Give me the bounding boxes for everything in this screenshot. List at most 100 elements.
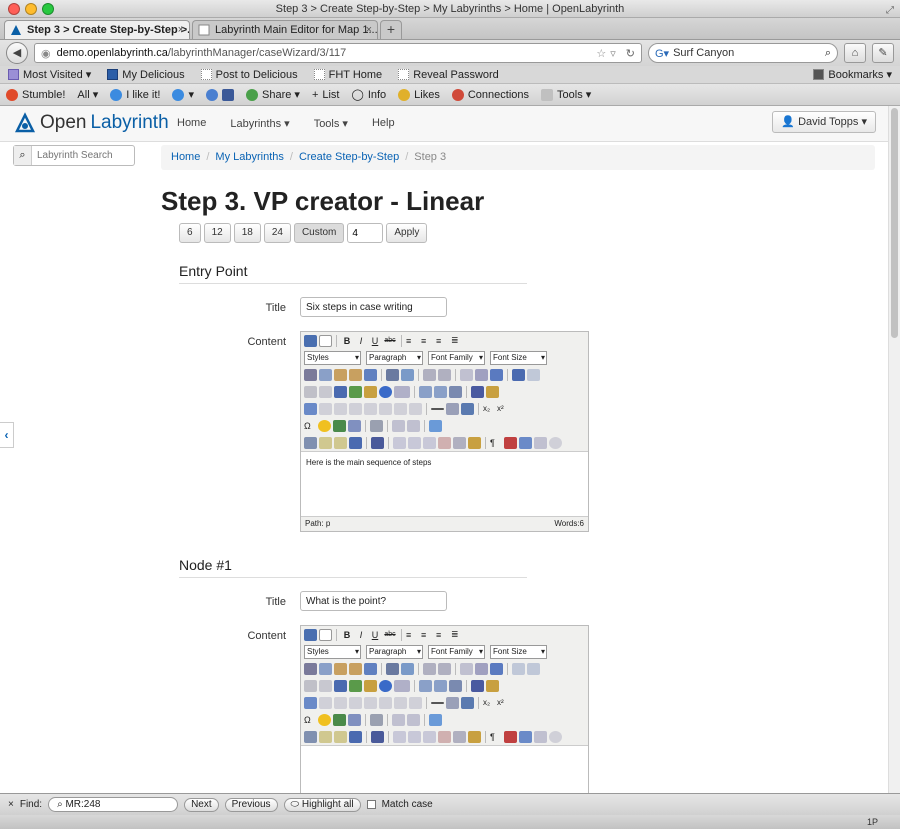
copy-icon[interactable] xyxy=(319,662,332,675)
indent-icon[interactable] xyxy=(475,662,488,675)
attribs-icon[interactable] xyxy=(468,730,481,743)
move-forward-icon[interactable] xyxy=(319,730,332,743)
info-button[interactable]: ◯Info xyxy=(351,88,387,102)
back-button[interactable]: ◀ xyxy=(6,42,28,64)
paste-icon[interactable] xyxy=(334,368,347,381)
advanced-hr-icon[interactable] xyxy=(348,713,361,726)
link-icon[interactable] xyxy=(304,385,317,398)
ltr-icon[interactable] xyxy=(392,713,405,726)
size-18-button[interactable]: 18 xyxy=(233,223,261,243)
cleanup-icon[interactable] xyxy=(364,679,377,692)
url-bar[interactable]: ◉ demo.openlabyrinth.ca/labyrinthManager… xyxy=(34,43,642,63)
preview-icon[interactable] xyxy=(449,679,462,692)
html-icon[interactable] xyxy=(394,385,410,398)
abbr-icon[interactable] xyxy=(408,730,421,743)
align-right-icon[interactable]: ≡ xyxy=(436,335,442,346)
align-left-icon[interactable]: ≡ xyxy=(406,629,412,640)
abbr-icon[interactable] xyxy=(408,436,421,449)
numbered-list-icon[interactable] xyxy=(438,662,451,675)
visual-chars-icon[interactable]: ¶ xyxy=(490,731,495,742)
del-icon[interactable] xyxy=(438,730,451,743)
find-icon[interactable] xyxy=(386,368,399,381)
superscript-icon[interactable]: x² xyxy=(497,698,504,707)
align-left-icon[interactable]: ≡ xyxy=(406,335,412,346)
menu-help[interactable]: Help xyxy=(371,117,395,129)
home-button[interactable]: ⌂ xyxy=(844,43,866,63)
align-center-icon[interactable]: ≡ xyxy=(421,629,427,640)
table-icon[interactable] xyxy=(304,402,317,415)
delete-row-icon[interactable] xyxy=(364,402,377,415)
ins-icon[interactable] xyxy=(453,436,466,449)
new-document-icon[interactable] xyxy=(319,334,332,347)
media-icon[interactable] xyxy=(333,713,346,726)
list-button[interactable]: +List xyxy=(311,88,340,101)
rtl-icon[interactable] xyxy=(407,713,420,726)
absolute-icon[interactable] xyxy=(349,436,362,449)
unlink-icon[interactable] xyxy=(319,385,332,398)
size-custom-button[interactable]: Custom xyxy=(293,223,345,243)
media-icon[interactable] xyxy=(333,419,346,432)
fullscreen-editor-icon[interactable] xyxy=(429,713,442,726)
find-input[interactable]: ⌕ MR:248 xyxy=(48,797,179,812)
bookmark-reveal-password[interactable]: Reveal Password xyxy=(398,69,499,81)
size-12-button[interactable]: 12 xyxy=(203,223,231,243)
paste-text-icon[interactable] xyxy=(349,368,362,381)
search-icon[interactable]: ⌕ xyxy=(14,146,32,165)
indent-icon[interactable] xyxy=(475,368,488,381)
find-icon[interactable] xyxy=(386,662,399,675)
absolute-icon[interactable] xyxy=(349,730,362,743)
align-justify-icon[interactable]: ≣ xyxy=(451,629,459,639)
magnifier-icon[interactable]: ⌕ xyxy=(824,46,831,59)
special-char-icon[interactable]: Ω xyxy=(304,420,311,431)
stumble-tag-button[interactable] xyxy=(206,88,234,101)
bookmark-most-visited[interactable]: Most Visited ▾ xyxy=(8,68,91,81)
del-icon[interactable] xyxy=(438,436,451,449)
bullet-list-icon[interactable] xyxy=(423,368,436,381)
paragraph-select[interactable]: Paragraph xyxy=(366,644,423,659)
stumble-all-dropdown[interactable]: All ▾ xyxy=(77,89,99,101)
cut-icon[interactable] xyxy=(304,662,317,675)
stumble-pin-dropdown[interactable]: ▾ xyxy=(172,88,194,101)
replace-icon[interactable] xyxy=(401,368,414,381)
anchor-icon[interactable] xyxy=(334,385,347,398)
node-1-title-input[interactable] xyxy=(300,591,447,611)
restore-draft-icon[interactable] xyxy=(549,436,562,449)
align-center-icon[interactable]: ≡ xyxy=(421,335,427,346)
tab-main-editor[interactable]: Labyrinth Main Editor for Map 1... × xyxy=(192,20,378,39)
template-icon[interactable] xyxy=(519,436,532,449)
acronym-icon[interactable] xyxy=(423,730,436,743)
print-icon[interactable] xyxy=(370,713,383,726)
highlight-all-button[interactable]: ⬭ Highlight all xyxy=(283,797,361,812)
link-icon[interactable] xyxy=(304,679,317,692)
delete-col-icon[interactable] xyxy=(394,696,407,709)
breadcrumb-create-step-by-step[interactable]: Create Step-by-Step xyxy=(298,151,400,163)
template-icon[interactable] xyxy=(519,730,532,743)
delete-row-icon[interactable] xyxy=(364,696,377,709)
html-icon[interactable] xyxy=(394,679,410,692)
likes-button[interactable]: Likes xyxy=(398,88,440,101)
entry-title-input[interactable] xyxy=(300,297,447,317)
labyrinth-search-input[interactable] xyxy=(32,150,132,161)
size-24-button[interactable]: 24 xyxy=(263,223,291,243)
cut-icon[interactable] xyxy=(304,368,317,381)
superscript-icon[interactable]: x² xyxy=(497,404,504,413)
fullscreen-icon[interactable]: ⤢ xyxy=(886,5,894,16)
styleprops-icon[interactable] xyxy=(371,436,384,449)
bookmark-post-to-delicious[interactable]: Post to Delicious xyxy=(200,69,298,81)
blockquote-icon[interactable] xyxy=(490,662,503,675)
styleprops-icon[interactable] xyxy=(371,730,384,743)
pagebreak-icon[interactable] xyxy=(534,730,547,743)
replace-icon[interactable] xyxy=(401,662,414,675)
acronym-icon[interactable] xyxy=(423,436,436,449)
emoticon-icon[interactable] xyxy=(318,419,331,432)
stumble-button[interactable]: Stumble! xyxy=(6,88,65,101)
entry-content-area[interactable]: Here is the main sequence of steps xyxy=(301,451,588,517)
find-next-button[interactable]: Next xyxy=(184,797,219,812)
bold-icon[interactable]: B xyxy=(343,335,351,346)
insert-layer-icon[interactable] xyxy=(304,730,317,743)
insert-date-icon[interactable] xyxy=(419,679,432,692)
anchor-icon[interactable] xyxy=(334,679,347,692)
ltr-icon[interactable] xyxy=(392,419,405,432)
cell-properties-icon[interactable] xyxy=(334,402,347,415)
